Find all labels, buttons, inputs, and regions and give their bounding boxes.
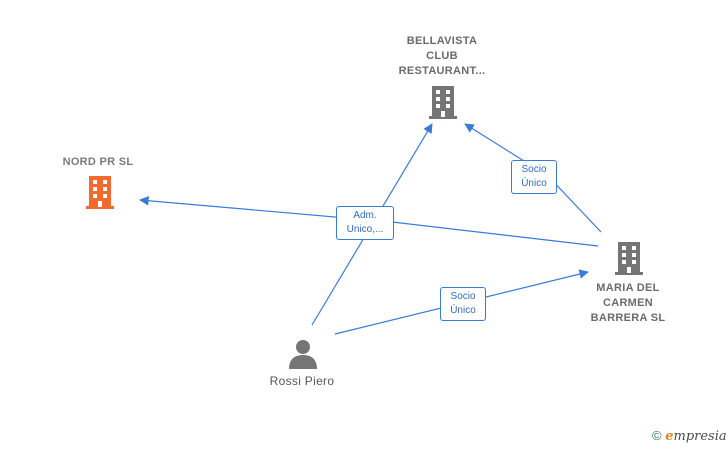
node-label-bellavista[interactable]: BELLAVISTA CLUB RESTAURANT... — [384, 34, 500, 79]
label-line: CLUB — [426, 50, 458, 62]
person-icon[interactable] — [288, 338, 318, 370]
label-line: CARMEN — [602, 297, 654, 309]
edge-label-line: Socio — [521, 164, 547, 175]
edge-label-socio-unico[interactable]: Socio Único — [440, 287, 486, 321]
edge-label-line: Unico,... — [346, 224, 384, 235]
edge-label-line: Socio — [450, 291, 476, 302]
brand-name: mpresia — [673, 429, 727, 444]
edge-label-adm-unico[interactable]: Adm. Unico,... — [336, 206, 394, 240]
label-line: BARRERA SL — [590, 312, 666, 324]
edge-label-line: Adm. — [353, 210, 377, 221]
label-line: NORD PR SL — [62, 156, 134, 168]
node-label-nord[interactable]: NORD PR SL — [40, 155, 156, 170]
label-line: Rossi Piero — [269, 374, 335, 388]
node-label-rossi[interactable]: Rossi Piero — [244, 374, 360, 389]
building-icon[interactable] — [614, 240, 644, 276]
brand-logo: empresia — [665, 429, 726, 444]
copyright-symbol: © — [652, 428, 662, 443]
building-icon[interactable] — [85, 174, 115, 210]
label-line: BELLAVISTA — [406, 35, 478, 47]
edge-label-line: Único — [450, 305, 476, 316]
node-label-maria[interactable]: MARIA DEL CARMEN BARRERA SL — [570, 281, 686, 326]
edge-label-line: Único — [521, 178, 547, 189]
brand-initial: e — [665, 429, 674, 444]
building-icon[interactable] — [428, 84, 458, 120]
label-line: RESTAURANT... — [398, 65, 486, 77]
label-line: MARIA DEL — [596, 282, 660, 294]
brand-footer: © empresia — [652, 428, 727, 444]
edge-label-socio-unico[interactable]: Socio Único — [511, 160, 557, 194]
